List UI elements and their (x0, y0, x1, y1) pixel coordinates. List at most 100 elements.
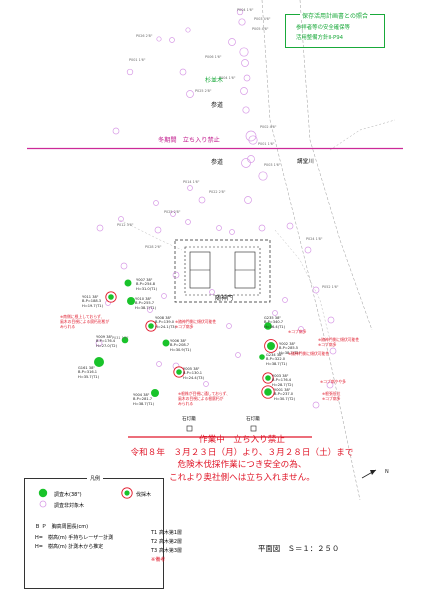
lantern-right-mark (250, 425, 257, 432)
tree-id-label: P012 3'6" (117, 223, 134, 227)
legend-h1: H= 樹高(m) 手持ちレーザー計測 (35, 535, 114, 541)
survey-tree-label: Y001 38" (274, 388, 291, 392)
survey-tree-bp: B.P=176.4 (96, 339, 116, 344)
survey-tree-marker (264, 322, 272, 330)
non-survey-tree (154, 226, 162, 234)
survey-tree-bp: B.P=130.1 (183, 371, 203, 376)
survey-trees (94, 279, 278, 399)
remarks-label: ※備考 (151, 557, 166, 563)
non-survey-tree (248, 135, 258, 145)
survey-tree-label: Y002 38" (279, 342, 296, 346)
survey-tree-marker (148, 323, 154, 329)
non-survey-tree (244, 196, 252, 204)
survey-tree-h: H=35.7(T1) (78, 374, 100, 379)
survey-tree-label: Y003 38" (272, 374, 289, 378)
non-survey-tree (238, 18, 246, 26)
stone-lanterns (186, 425, 257, 432)
survey-tree-h: H=30.9(T1) (170, 347, 192, 352)
tree-id-label: P002 4'6" (260, 125, 277, 129)
reference-box: 保存活用計画書との照合 参拝者等の安全確保等 活用整備方針Ⅱ-P94 (285, 13, 385, 48)
non-survey-tree (185, 219, 191, 225)
note-10: ※根張低位 (322, 391, 341, 396)
non-survey-tree (326, 381, 334, 389)
tree-id-label: P003 4'6" (254, 17, 271, 21)
non-survey-tree (241, 158, 251, 168)
non-survey-tree (153, 200, 159, 206)
tree-id-label: P001 1'6" (258, 142, 275, 146)
survey-tree-h: H=31.0(T1) (136, 286, 158, 291)
survey-tree-marker (267, 342, 275, 350)
non-survey-tree (112, 127, 120, 135)
tree-id-label: P025 2'8" (195, 89, 212, 93)
survey-tree-h: H=38.7(T1) (266, 361, 288, 366)
survey-tree-h: H=30.7(T2) (274, 396, 296, 401)
tree-id-label: P052 1'6" (322, 285, 339, 289)
non-survey-tree (272, 310, 278, 316)
path-edge-line-2 (274, 229, 331, 341)
reference-line-1: 参拝者等の安全確保等 (296, 25, 350, 31)
survey-tree-bp: B.P=176.4 (272, 378, 292, 383)
lantern-left-mark (186, 425, 193, 432)
non-survey-tree (304, 246, 312, 254)
non-survey-tree (203, 381, 209, 387)
gate-label: 随神門 (215, 295, 234, 302)
legend-survey-dot (38, 488, 48, 498)
survey-tree-bp: B.P=237.0 (274, 392, 294, 397)
non-survey-tree (235, 352, 241, 358)
north-label: N (385, 469, 389, 475)
lantern-right-label: 石灯籠 (246, 417, 260, 422)
note-11: ※コブ病多 (322, 396, 341, 401)
legend-h2: H= 樹高(m) 計測木から推定 (35, 544, 104, 550)
survey-tree-h: H=38.7(T1) (135, 305, 157, 310)
tree-id-label: P026 2'8" (136, 34, 153, 38)
non-survey-tree (242, 106, 250, 114)
non-survey-tree (120, 262, 128, 270)
survey-tree-marker (124, 279, 132, 287)
work-closure-notice: 作業中 立ち入り禁止 令和８年 ３月２３日（月）より、３月２８日（土）まで 危険… (112, 434, 372, 484)
survey-tree-bp: B.P=139.0 (155, 320, 175, 325)
scale-label: 平面図 Ｓ＝１：２５０ (258, 544, 340, 553)
survey-tree-marker (265, 375, 271, 381)
survey-tree-bp: B.P=322.0 (266, 357, 286, 362)
legend-nonsurvey-label: 調査非対象木 (54, 503, 85, 509)
non-survey-tree (185, 27, 191, 33)
survey-tree-label: Y008 38" (155, 316, 172, 320)
non-survey-tree (243, 74, 251, 82)
survey-tree-marker (127, 297, 135, 305)
sando-label-top: 参道 (211, 102, 224, 109)
legend-survey-label: 調査木(38") (54, 492, 82, 498)
zuishinmon-gate (174, 239, 271, 303)
non-survey-tree (247, 155, 255, 163)
legend-felling-dot (124, 490, 130, 496)
survey-tree-marker (264, 388, 272, 396)
notice-line-4: これより奥社側へは立ち入れません。 (169, 472, 315, 483)
tree-id-label: P022 2'8" (209, 190, 226, 194)
note-6b: 風木の目視による根腐朽が (178, 396, 224, 401)
survey-tree-bp: B.P=188.3 (82, 299, 102, 304)
note-1c: みられる (60, 324, 76, 329)
non-survey-tree (282, 297, 288, 303)
survey-tree-h: H=38.7(T2) (279, 350, 301, 355)
non-survey-tree (147, 307, 153, 313)
survey-tree-bp: B.P=340.7 (264, 320, 284, 325)
tree-id-labels: P004 1'6"P003 4'6"P005 4'6"P026 2'8"P006… (112, 8, 339, 340)
survey-tree-label: Y010 38" (135, 297, 152, 301)
survey-tree-bp: B.P=316.1 (78, 370, 98, 375)
survey-tree-label: Y005 38" (183, 367, 200, 371)
survey-tree-label: Y009 38" (96, 335, 113, 339)
non-survey-tree (172, 271, 180, 279)
tree-id-label: P001 1'6" (129, 58, 146, 62)
river-label: 講堂川 (297, 159, 314, 165)
river-boundary-line (261, 0, 361, 501)
non-survey-tree (209, 289, 215, 295)
tree-id-label: P005 4'6" (252, 27, 269, 31)
non-survey-tree (240, 87, 248, 95)
note-5: ※コブ病多 (288, 329, 307, 334)
